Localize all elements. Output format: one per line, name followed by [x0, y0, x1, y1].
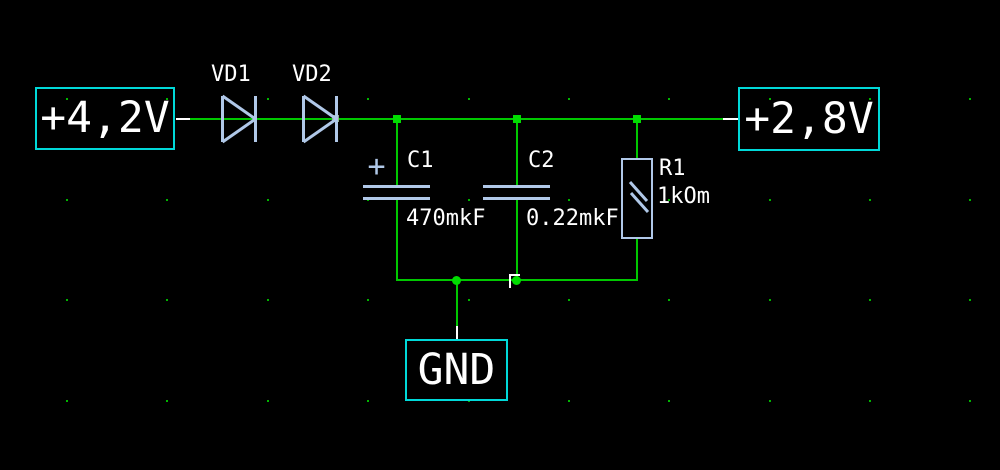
port-gnd[interactable]: GND	[405, 339, 508, 401]
grid-dot	[66, 299, 68, 301]
diode-vd1-symbol[interactable]	[219, 93, 259, 145]
grid-dot	[568, 199, 570, 201]
grid-dot	[668, 400, 670, 402]
grid-dot	[668, 299, 670, 301]
resistor-r1-symbol[interactable]	[621, 158, 653, 239]
capacitor-c2-symbol[interactable]	[483, 185, 550, 188]
junction-c1-top	[393, 115, 401, 123]
wire-stub-vin[interactable]	[176, 118, 190, 120]
capacitor-c2-symbol[interactable]	[483, 197, 550, 200]
wire-stub-gnd[interactable]	[456, 326, 458, 339]
grid-dot	[969, 299, 971, 301]
grid-dot	[267, 199, 269, 201]
grid-dot	[769, 299, 771, 301]
grid-dot	[66, 400, 68, 402]
wire-stub-vout[interactable]	[723, 118, 738, 120]
capacitor-c1-value: 470mkF	[406, 206, 486, 231]
selection-corner-icon	[509, 274, 520, 276]
port-vout-label: +2,8V	[744, 93, 874, 144]
grid-dot	[769, 400, 771, 402]
capacitor-c1-ref: C1	[407, 148, 434, 173]
grid-dot	[869, 199, 871, 201]
wire-gnd[interactable]	[456, 281, 458, 326]
port-vin-label: +4,2V	[40, 93, 170, 143]
grid-dot	[769, 199, 771, 201]
wire-c1-bottom[interactable]	[396, 200, 398, 281]
diode-vd2-symbol[interactable]	[300, 93, 340, 145]
diode-vd2-ref: VD2	[292, 62, 332, 87]
port-vin[interactable]: +4,2V	[35, 87, 175, 150]
resistor-r1-value: 1kOm	[657, 184, 710, 209]
grid-dot	[267, 299, 269, 301]
wire-r1-bottom[interactable]	[636, 239, 638, 281]
grid-dot	[869, 400, 871, 402]
junction-c2-bottom	[512, 276, 521, 285]
c1-polarity-plus: +	[367, 149, 386, 184]
capacitor-c1-symbol[interactable]	[363, 185, 430, 188]
grid-dot	[969, 400, 971, 402]
grid-dot	[668, 199, 670, 201]
grid-dot	[166, 199, 168, 201]
resistor-r1-slashes	[628, 180, 650, 214]
resistor-r1-ref: R1	[659, 156, 686, 181]
capacitor-c2-ref: C2	[528, 148, 555, 173]
grid-dot	[568, 400, 570, 402]
grid-dot	[568, 98, 570, 100]
grid-dot	[367, 98, 369, 100]
grid-dot	[267, 98, 269, 100]
junction-gnd	[452, 276, 461, 285]
grid-dot	[869, 299, 871, 301]
grid-dot	[267, 400, 269, 402]
wire-c2-bottom[interactable]	[516, 199, 518, 281]
grid-dot	[367, 199, 369, 201]
wire-r1-top[interactable]	[636, 119, 638, 158]
grid-dot	[969, 98, 971, 100]
diode-vd1-ref: VD1	[211, 62, 251, 87]
junction-r1-top	[633, 115, 641, 123]
grid-dot	[166, 98, 168, 100]
grid-dot	[468, 299, 470, 301]
capacitor-c2-value: 0.22mkF	[526, 206, 619, 231]
grid-dot	[668, 98, 670, 100]
grid-dot	[367, 400, 369, 402]
grid-dot	[769, 98, 771, 100]
wire-top-rail[interactable]	[190, 118, 723, 120]
grid-dot	[367, 299, 369, 301]
grid-dot	[568, 299, 570, 301]
grid-dot	[869, 98, 871, 100]
grid-dot	[66, 199, 68, 201]
grid-dot	[66, 98, 68, 100]
grid-dot	[468, 400, 470, 402]
grid-dot	[468, 199, 470, 201]
port-gnd-label: GND	[417, 344, 496, 395]
port-vout[interactable]: +2,8V	[738, 87, 880, 151]
selection-corner-icon	[509, 274, 511, 288]
wire-c2-top[interactable]	[516, 119, 518, 185]
grid-dot	[166, 400, 168, 402]
grid-dot	[468, 98, 470, 100]
wire-c1-top[interactable]	[396, 119, 398, 186]
junction-c2-top	[513, 115, 521, 123]
grid-dot	[969, 199, 971, 201]
capacitor-c1-symbol[interactable]	[363, 197, 430, 200]
grid-dot	[166, 299, 168, 301]
